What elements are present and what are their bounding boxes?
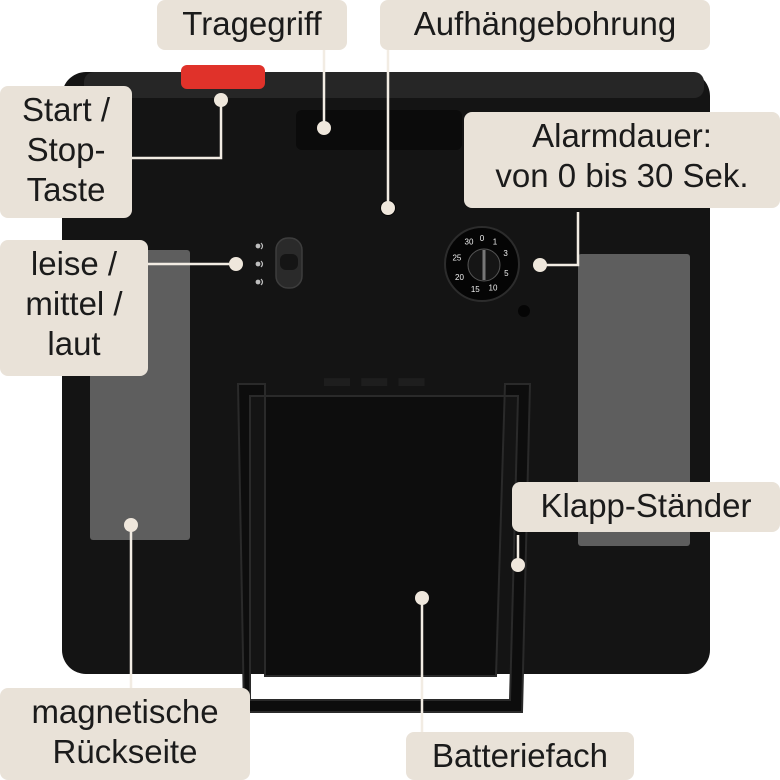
speaker-medium-icon [255, 260, 264, 268]
speaker-quiet-icon [255, 242, 264, 250]
leader-lines [129, 50, 580, 732]
callout-start-stop: Start / Stop- Taste [0, 86, 132, 218]
dial-label-3: 3 [503, 249, 508, 258]
carry-handle-recess [296, 110, 462, 150]
callout-hanging-hole: Aufhängebohrung [380, 0, 710, 50]
callout-stand: Klapp-Ständer [512, 482, 780, 532]
dial-label-15: 15 [471, 285, 480, 294]
marker-dots [124, 93, 547, 605]
callout-battery: Batteriefach [406, 732, 634, 780]
callout-volume: leise / mittel / laut [0, 240, 148, 376]
magnetic-panel-right [578, 254, 690, 546]
dial-label-20: 20 [455, 273, 464, 282]
dial-label-30: 30 [465, 238, 474, 247]
callout-alarm-duration: Alarmdauer: von 0 bis 30 Sek. [464, 112, 780, 208]
timer-top-edge [84, 72, 704, 98]
callout-magnetic-back: magnetische Rückseite [0, 688, 250, 780]
volume-switch[interactable] [275, 237, 303, 289]
folding-stand[interactable] [236, 383, 532, 713]
start-stop-button[interactable] [181, 65, 265, 89]
speaker-loud-icon [255, 278, 264, 286]
callout-carry-handle: Tragegriff [157, 0, 347, 50]
dial-label-5: 5 [504, 269, 509, 278]
dial-label-10: 10 [489, 284, 498, 293]
brand-emboss: ▬ ▬ ▬ [324, 362, 426, 392]
dial-indicator-hole [518, 305, 530, 317]
dial-label-25: 25 [452, 253, 461, 262]
dial-label-0: 0 [480, 234, 485, 243]
dial-label-1: 1 [493, 238, 498, 247]
